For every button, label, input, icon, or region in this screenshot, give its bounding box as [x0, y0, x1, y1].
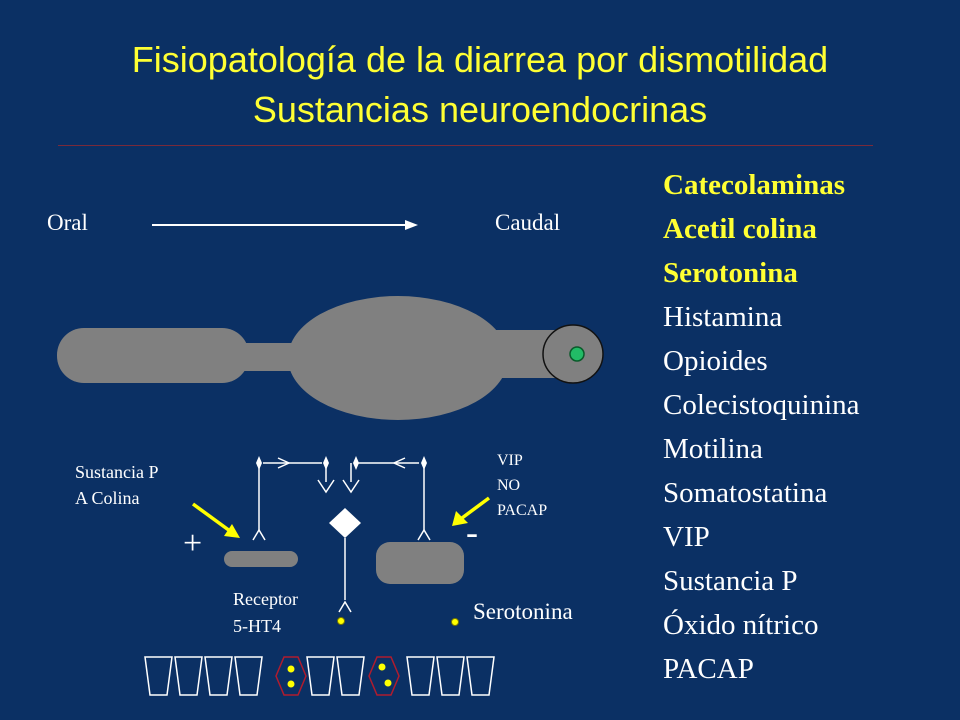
- direction-arrow-head: [405, 220, 418, 230]
- oral-label: Oral: [47, 210, 88, 235]
- substance-item: Acetil colina: [663, 213, 817, 245]
- substance-item: VIP: [663, 521, 710, 553]
- substance-item: Opioides: [663, 345, 768, 377]
- stimulus-arrows: [191, 496, 491, 538]
- substance-item: Catecolaminas: [663, 169, 846, 201]
- ec-cell-granules: [287, 663, 392, 688]
- receptor-label: Receptor 5-HT4: [233, 586, 298, 640]
- receptor-label-line2: 5-HT4: [233, 616, 281, 636]
- intestine: [57, 296, 604, 420]
- excitatory-label-line1: Sustancia P: [75, 462, 159, 482]
- title-divider: [58, 145, 873, 146]
- inhibitory-label-line2: NO: [497, 477, 521, 494]
- bolus: [569, 346, 585, 362]
- nerve-terminals: [256, 456, 427, 470]
- inhibitory-label-line3: PACAP: [497, 502, 548, 519]
- serotonin-granules: [337, 617, 459, 626]
- substance-item: Somatostatina: [663, 477, 828, 509]
- slide-subtitle: Sustancias neuroendocrinas: [252, 89, 708, 130]
- slide-title: Fisiopatología de la diarrea por dismoti…: [131, 39, 829, 80]
- intestine-oral-segment: [57, 328, 249, 383]
- neural-circuit: [252, 457, 431, 613]
- substance-item: Motilina: [663, 433, 763, 465]
- substance-item: Histamina: [663, 301, 783, 333]
- caudal-label: Caudal: [495, 210, 561, 235]
- plus-sign: +: [183, 525, 203, 562]
- substance-item: Sustancia P: [663, 565, 798, 597]
- minus-sign: -: [466, 512, 478, 552]
- substance-item: PACAP: [663, 653, 754, 685]
- excitatory-label-line2: A Colina: [75, 488, 140, 508]
- substance-item: Serotonina: [663, 257, 798, 289]
- epithelium: [144, 656, 495, 696]
- receptor-label-line1: Receptor: [233, 589, 298, 609]
- enterochromaffin-cells: [275, 656, 400, 696]
- inhibitory-label-line1: VIP: [497, 452, 523, 469]
- substance-item: Óxido nítrico: [663, 609, 819, 641]
- substance-item: Colecistoquinina: [663, 389, 860, 421]
- serotonin-label: Serotonina: [473, 599, 573, 624]
- interneuron: [329, 508, 361, 538]
- muscle-cell-inhibitory: [376, 542, 464, 584]
- inhibitory-label: VIP NO PACAP: [497, 448, 547, 523]
- excitatory-label: Sustancia P A Colina: [75, 459, 159, 511]
- substances-list: Catecolaminas Acetil colina Serotonina H…: [663, 163, 860, 691]
- muscle-cell-excitatory: [224, 551, 298, 567]
